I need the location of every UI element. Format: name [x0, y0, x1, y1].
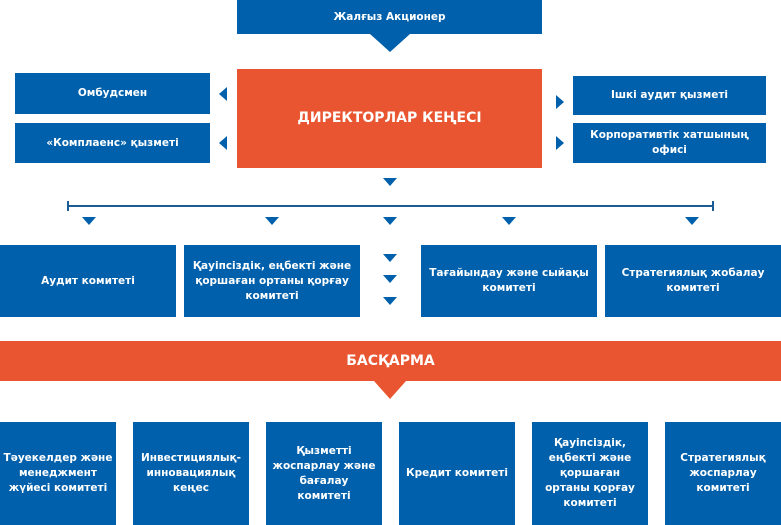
- arrow-down-icon: [383, 297, 397, 305]
- nomination-committee-box[interactable]: Тағайындау және сыйақы комитеті: [421, 245, 597, 317]
- management-arrow-icon: [374, 381, 406, 399]
- arrow-down-icon: [383, 217, 397, 225]
- arrow-down-icon: [82, 217, 96, 225]
- committee-label: Тағайындау және сыйақы комитеті: [429, 267, 589, 294]
- shareholder-label: Жалғыз Акционер: [333, 10, 446, 23]
- line-end-tick: [67, 201, 69, 211]
- arrow-left-icon: [219, 87, 227, 101]
- ombudsman-box[interactable]: Омбудсмен: [15, 73, 210, 114]
- management-label: БАСҚАРМА: [346, 352, 435, 369]
- board-of-directors-box[interactable]: ДИРЕКТОРЛАР КЕҢЕСІ: [237, 69, 542, 168]
- compliance-label: «Комплаенс» қызметі: [46, 136, 179, 149]
- committee-label: Тәуекелдер және менеджмент жүйесі комите…: [3, 452, 113, 494]
- arrow-down-icon: [265, 217, 279, 225]
- credit-committee-box[interactable]: Кредит комитеті: [399, 422, 515, 525]
- ombudsman-label: Омбудсмен: [77, 87, 148, 99]
- arrow-down-icon: [383, 254, 397, 262]
- strategic-planning-committee-box[interactable]: Стратегиялық жоспарлау комитеті: [665, 422, 781, 525]
- internal-audit-label: Ішкі аудит қызметі: [610, 89, 729, 101]
- management-board-box[interactable]: БАСҚАРМА: [0, 341, 781, 381]
- investment-council-box[interactable]: Инвестициялық-инновациялық кеңес: [133, 422, 249, 525]
- arrow-left-icon: [219, 136, 227, 150]
- arrow-down-icon: [383, 178, 397, 186]
- committee-label: Кредит комитеті: [406, 467, 508, 479]
- audit-committee-box[interactable]: Аудит комитеті: [0, 245, 176, 317]
- board-label: ДИРЕКТОРЛАР КЕҢЕСІ: [297, 110, 482, 126]
- line-end-tick: [712, 201, 714, 211]
- risk-committee-box[interactable]: Тәуекелдер және менеджмент жүйесі комите…: [0, 422, 116, 525]
- corporate-secretary-box[interactable]: Корпоративтік хатшының офисі: [573, 123, 766, 163]
- internal-audit-box[interactable]: Ішкі аудит қызметі: [573, 76, 766, 115]
- shareholder-box[interactable]: Жалғыз Акционер: [237, 0, 542, 34]
- planning-committee-box[interactable]: Қызметті жоспарлау және бағалау комитеті: [266, 422, 382, 525]
- arrow-down-icon: [502, 217, 516, 225]
- safety-management-committee-box[interactable]: Қауіпсіздік, еңбекті және қоршаған ортан…: [532, 422, 648, 525]
- committee-label: Стратегиялық жоспарлау комитеті: [680, 452, 766, 494]
- safety-committee-box[interactable]: Қауіпсіздік, еңбекті және қоршаған ортан…: [184, 245, 360, 317]
- distribution-line: [68, 205, 714, 207]
- committee-label: Стратегиялық жобалау комитеті: [621, 267, 765, 294]
- compliance-box[interactable]: «Комплаенс» қызметі: [15, 123, 210, 163]
- arrow-right-icon: [556, 95, 564, 109]
- committee-label: Қауіпсіздік, еңбекті және қоршаған ортан…: [545, 437, 635, 509]
- arrow-down-icon: [383, 275, 397, 283]
- committee-label: Аудит комитеті: [41, 274, 135, 287]
- shareholder-arrow-icon: [370, 34, 410, 52]
- committee-label: Инвестициялық-инновациялық кеңес: [140, 452, 242, 494]
- arrow-right-icon: [556, 136, 564, 150]
- arrow-down-icon: [685, 217, 699, 225]
- committee-label: Қауіпсіздік, еңбекті және қоршаған ортан…: [192, 259, 352, 302]
- corporate-secretary-label: Корпоративтік хатшының офисі: [590, 129, 749, 156]
- committee-label: Қызметті жоспарлау және бағалау комитеті: [272, 444, 376, 502]
- strategic-design-committee-box[interactable]: Стратегиялық жобалау комитеті: [605, 245, 781, 317]
